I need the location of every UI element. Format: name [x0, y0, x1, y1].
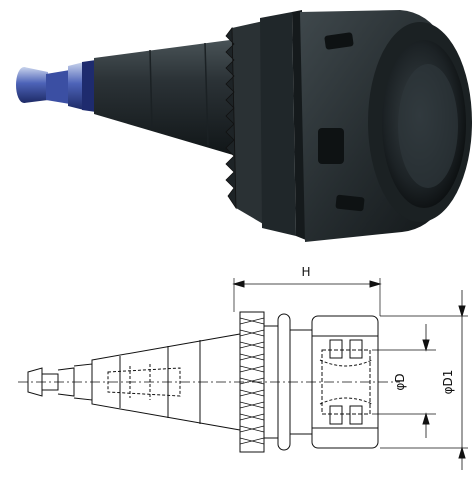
- drawing-flange: [239, 311, 313, 453]
- taper-shank: [94, 38, 250, 160]
- dimension-h: [232, 278, 382, 316]
- pull-stud: [16, 60, 96, 112]
- dimension-d: [372, 324, 436, 438]
- collet-nut: [300, 10, 472, 242]
- label-phi-d: φD: [393, 373, 407, 390]
- label-phi-d1: φD1: [441, 370, 455, 395]
- drawing-collet-nut: [311, 315, 379, 449]
- technical-drawing: [18, 278, 468, 470]
- label-h: H: [301, 265, 310, 279]
- dimension-d1: [380, 290, 468, 470]
- serrated-flange: [225, 10, 306, 240]
- render-3d: [16, 10, 472, 242]
